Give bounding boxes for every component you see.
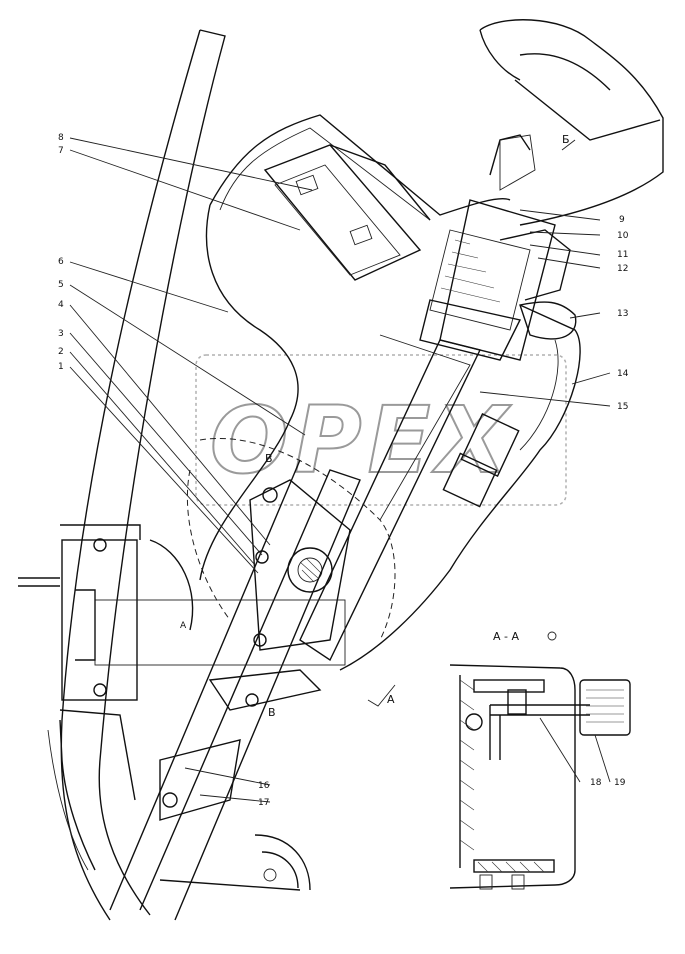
leader-19 (594, 734, 611, 783)
callout-18: 18 (590, 778, 602, 788)
callout-14: 14 (617, 369, 629, 379)
view-a-arrow (367, 684, 396, 707)
leader-13 (569, 312, 601, 319)
leader-lines (69, 137, 611, 803)
leader-17 (199, 794, 271, 803)
callout-12: 12 (617, 264, 628, 274)
view-letters: Б В В А А А - А (180, 133, 570, 719)
callout-16: 16 (258, 781, 270, 791)
leader-8 (69, 137, 313, 191)
steering-wheel (479, 19, 664, 226)
view-letter-v-top: В (265, 452, 273, 465)
view-letter-v-bottom: В (268, 706, 276, 719)
leader-6 (69, 261, 229, 313)
cab-outline (47, 29, 226, 921)
leader-5 (69, 284, 306, 436)
leader-11 (529, 244, 601, 256)
callout-1: 1 (58, 362, 64, 372)
steering-column (299, 199, 571, 662)
instrument-box (263, 144, 431, 281)
leader-7 (69, 149, 301, 231)
leader-4 (69, 304, 271, 546)
leader-14 (571, 372, 611, 385)
lower-arc (159, 834, 311, 891)
leader-10 (529, 231, 601, 236)
frame-block (18, 524, 346, 801)
switch-cluster (442, 301, 577, 508)
callout-7: 7 (58, 146, 64, 156)
callout-9: 9 (619, 215, 625, 225)
callout-13: 13 (617, 309, 628, 319)
leader-12 (537, 257, 601, 269)
callout-17: 17 (258, 798, 269, 808)
callout-15: 15 (617, 402, 628, 412)
section-title: А - А (493, 630, 519, 643)
view-letter-a-arrow: А (387, 693, 395, 706)
callout-8: 8 (58, 133, 64, 143)
leader-3 (69, 332, 263, 556)
leader-9 (519, 209, 601, 221)
callout-4: 4 (58, 300, 64, 310)
callout-5: 5 (58, 280, 64, 290)
pedal-linkage (109, 438, 396, 921)
section-aa (449, 664, 631, 890)
section-rotation-mark (547, 631, 557, 641)
leader-16 (184, 767, 271, 786)
leader-15 (479, 391, 611, 407)
watermark: OPEX (195, 354, 567, 506)
callout-11: 11 (617, 250, 628, 260)
leader-2 (69, 351, 256, 566)
view-letter-b: Б (562, 133, 570, 146)
callout-2: 2 (58, 347, 64, 357)
callout-6: 6 (58, 257, 64, 267)
leader-1 (69, 366, 259, 574)
view-letter-a-mid: А (180, 621, 187, 631)
watermark-text: OPEX (210, 387, 513, 494)
callout-19: 19 (614, 778, 626, 788)
leader-b-arrow (561, 139, 576, 151)
callout-10: 10 (617, 231, 629, 241)
callout-labels: 1 2 3 4 5 6 7 8 9 10 11 12 13 14 15 16 1… (58, 133, 629, 808)
callout-3: 3 (58, 329, 64, 339)
leader-18 (539, 717, 581, 783)
